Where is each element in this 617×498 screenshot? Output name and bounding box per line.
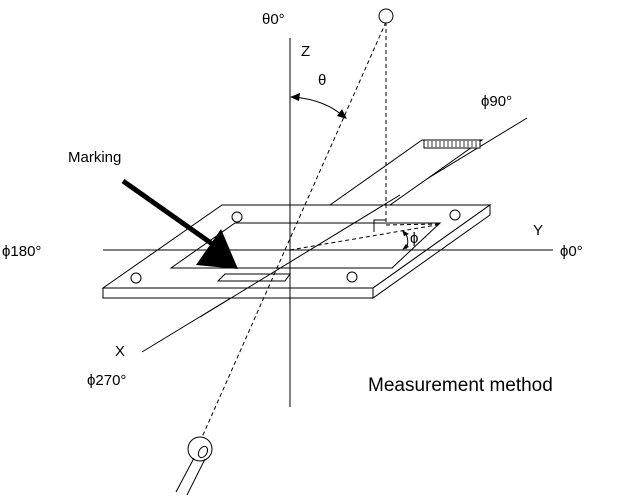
- label-marking: Marking: [68, 149, 121, 166]
- label-x: X: [115, 343, 125, 360]
- connector-pins: [427, 141, 477, 147]
- phi-arc-head-top: [402, 230, 409, 236]
- panel-side: [372, 204, 491, 299]
- theta-arc-head-left: [290, 93, 300, 101]
- label-theta0: θ0°: [262, 11, 285, 28]
- light-source-icon: [378, 8, 394, 24]
- flex-cable: [328, 139, 484, 206]
- mount-hole-4: [346, 271, 358, 283]
- display-area: [169, 222, 442, 269]
- marking-arrow-shaft: [121, 178, 220, 251]
- mount-hole-1: [231, 211, 243, 223]
- projection-edge: [385, 223, 443, 226]
- detector-icon: [175, 436, 213, 496]
- phi-arc-head-bottom: [402, 244, 409, 250]
- theta-arc: [293, 96, 344, 117]
- mount-hole-2: [449, 209, 461, 221]
- mount-hole-3: [130, 272, 142, 284]
- label-theta: θ: [318, 72, 326, 89]
- projection-to-origin: [289, 223, 443, 251]
- label-phi180: ϕ180°: [2, 243, 41, 260]
- x-axis-over-panel: [199, 194, 401, 318]
- label-z: Z: [301, 43, 310, 60]
- label-phi: ϕ: [410, 230, 418, 247]
- label-phi90: ϕ90°: [481, 93, 512, 110]
- caption: Measurement method: [368, 375, 553, 396]
- label-phi270: ϕ270°: [87, 372, 126, 389]
- panel-front: [102, 287, 374, 299]
- label-y: Y: [533, 222, 543, 239]
- theta-arc-head-right: [337, 109, 347, 119]
- label-phi0: ϕ0°: [560, 243, 583, 260]
- marking-rect: [216, 273, 291, 282]
- right-angle-marker: [373, 219, 386, 232]
- marking-arrow-head: [196, 229, 238, 269]
